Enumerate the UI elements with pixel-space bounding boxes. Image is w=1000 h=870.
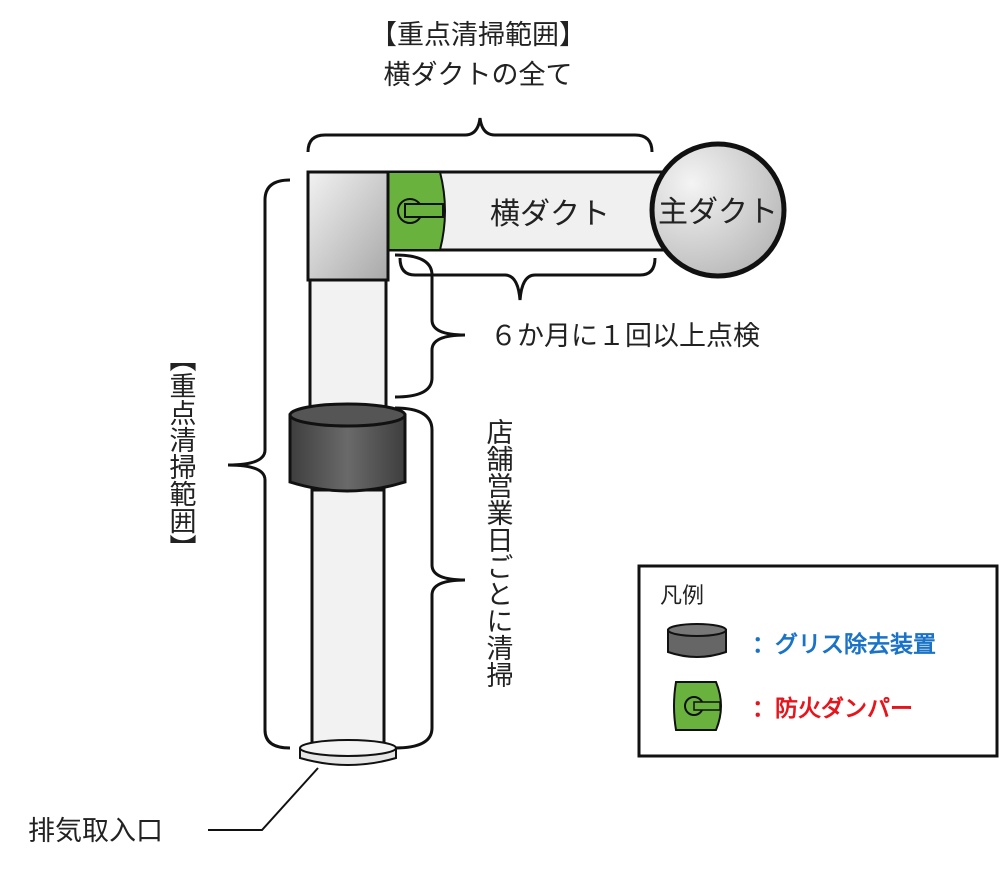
legend-grease-device: ：グリス除去装置	[752, 631, 936, 658]
inspection-label: ６か月に１回以上点検	[490, 321, 760, 352]
top-scope-title: 【重点清掃範囲】	[370, 20, 586, 51]
left-brace	[227, 178, 291, 750]
left-scope-label: 【重点清掃範囲】	[165, 345, 197, 561]
legend-fire-damper: ：防火ダンパー	[752, 695, 913, 722]
damper-handle-icon	[397, 198, 444, 224]
intake-leader-line	[208, 767, 319, 831]
vertical-duct-upper	[308, 278, 388, 417]
legend: 凡例 ：グリス除去装置 ：防火ダンパー	[637, 564, 999, 758]
grease-removal-device	[288, 402, 407, 493]
elbow	[306, 170, 390, 282]
horizontal-duct-label: 横ダクト	[490, 197, 610, 232]
top-brace	[306, 117, 654, 153]
main-duct-label: 主ダクト	[658, 195, 778, 230]
grease-device-legend-icon	[667, 623, 727, 658]
fire-damper-legend-icon	[673, 681, 722, 731]
intake-label: 排気取入口	[28, 816, 163, 847]
inspection-brace	[394, 253, 466, 399]
daily-cleaning-label: 店舗営業日ごとに清掃	[482, 418, 514, 688]
exhaust-intake	[299, 739, 397, 766]
legend-title: 凡例	[660, 584, 704, 609]
vertical-duct-lower	[310, 488, 386, 747]
top-scope-subtitle: 横ダクトの全て	[384, 60, 573, 91]
daily-cleaning-brace	[394, 406, 466, 750]
main-duct	[649, 141, 787, 279]
horizontal-brace	[398, 257, 657, 301]
